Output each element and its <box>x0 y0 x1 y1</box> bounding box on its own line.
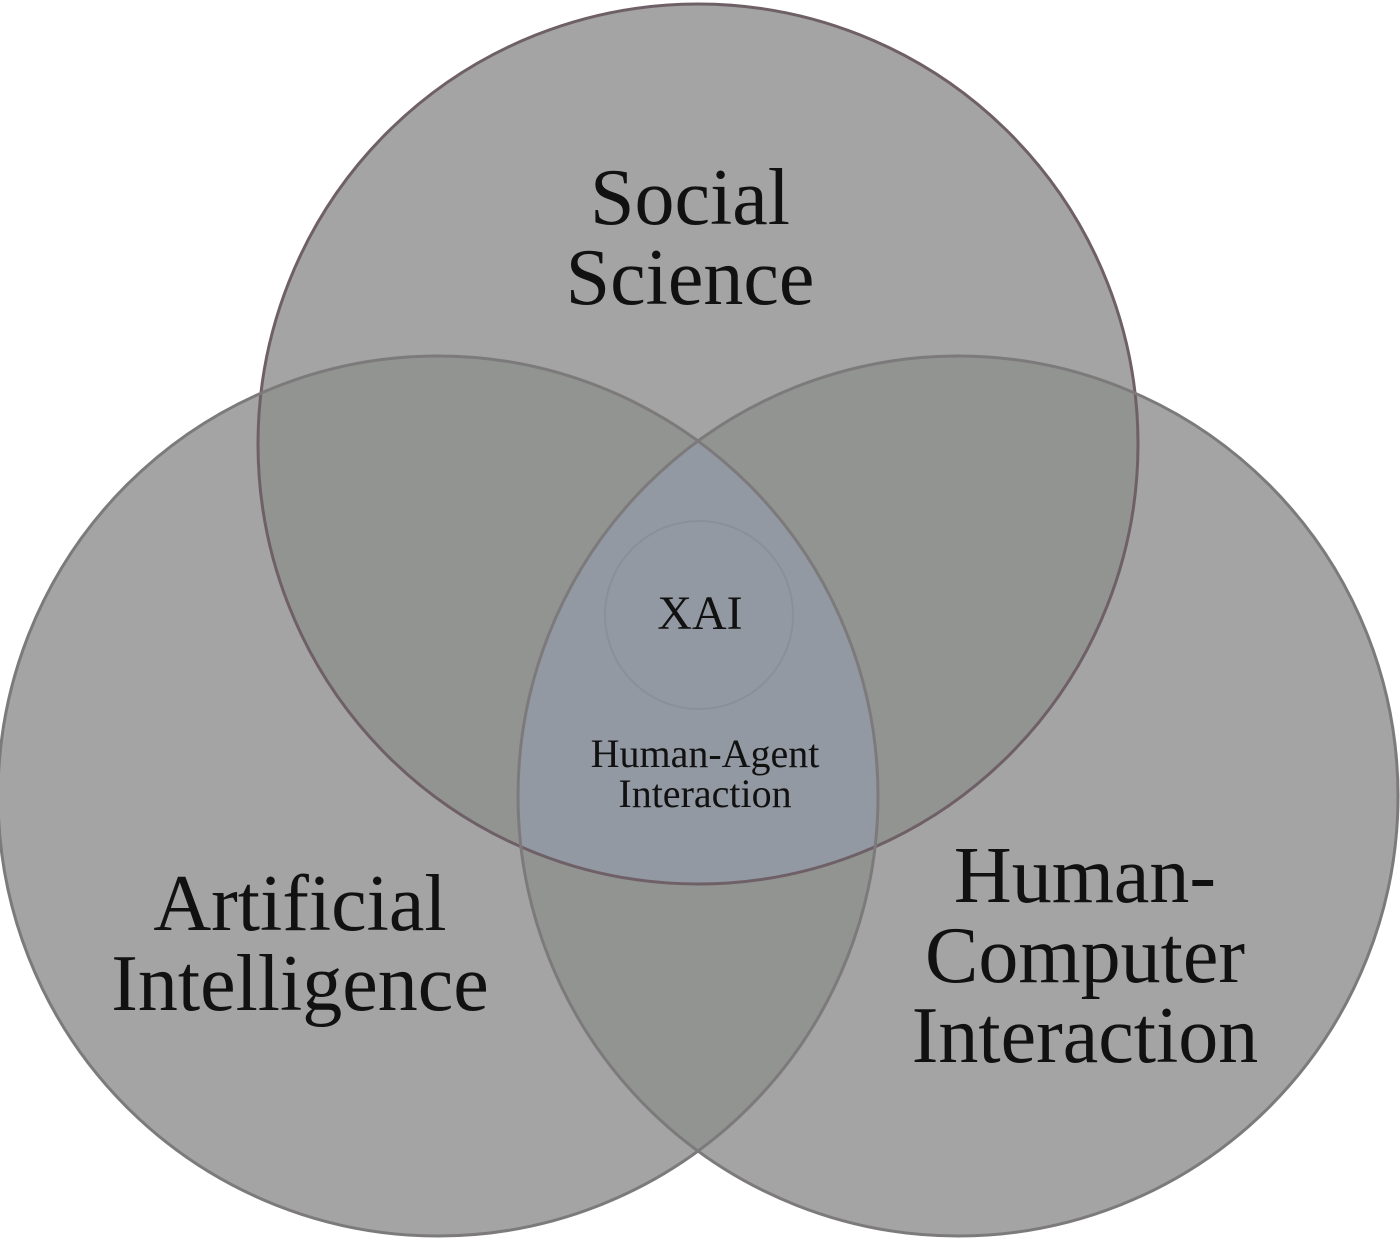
label-hci-line-3: Interaction <box>911 992 1259 1080</box>
label-social-science-line-1: Social <box>590 154 790 242</box>
label-hci-line-1: Human- <box>953 832 1217 920</box>
triple-intersection-region <box>518 356 878 884</box>
label-artificial-intelligence-line-2: Intelligence <box>111 940 489 1028</box>
label-hai-line-1: Human-Agent <box>590 731 820 776</box>
circle-human-computer-interaction-outline <box>516 354 1400 1238</box>
label-social-science-line-2: Science <box>565 234 815 322</box>
label-social-science: Social Science <box>490 158 890 318</box>
circle-social-science-outline <box>256 2 1140 886</box>
label-xai-text: XAI <box>657 587 743 640</box>
label-artificial-intelligence-line-1: Artificial <box>153 860 447 948</box>
label-hci-line-2: Computer <box>925 912 1245 1000</box>
circle-artificial-intelligence-outline <box>0 354 880 1238</box>
xai-circle <box>604 520 794 710</box>
label-xai: XAI <box>600 590 800 638</box>
label-human-computer-interaction: Human- Computer Interaction <box>865 836 1305 1076</box>
label-artificial-intelligence: Artificial Intelligence <box>60 864 540 1024</box>
label-hai-line-2: Interaction <box>618 771 792 816</box>
label-human-agent-interaction: Human-Agent Interaction <box>530 734 880 814</box>
